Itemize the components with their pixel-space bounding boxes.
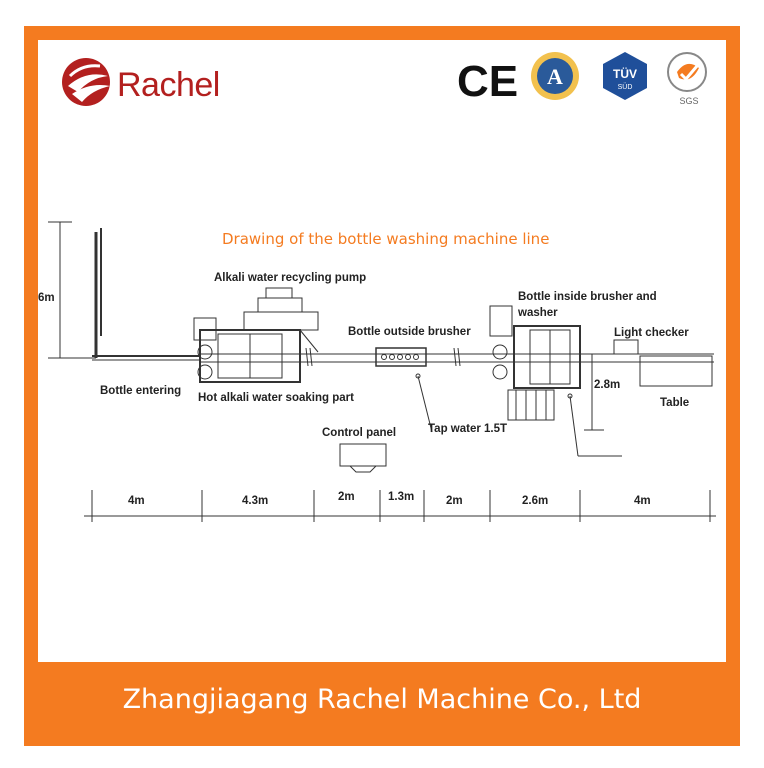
company-name: Zhangjiagang Rachel Machine Co., Ltd <box>122 684 642 715</box>
label-inside-washer: washer <box>518 307 558 319</box>
label-soaking: Hot alkali water soaking part <box>198 392 354 404</box>
svg-text:A: A <box>547 64 563 89</box>
rachel-logo-icon <box>62 58 110 106</box>
dimension-2: 4.3m <box>242 495 269 507</box>
label-light-checker: Light checker <box>614 327 689 339</box>
tuv-bottom-text: SÜD <box>618 83 633 91</box>
label-inside-brusher: Bottle inside brusher and <box>518 291 657 303</box>
tuv-top-text: TÜV <box>613 66 637 81</box>
diagram-title: Drawing of the bottle washing machine li… <box>222 230 550 248</box>
brand-name: Rachel <box>117 66 220 104</box>
label-table: Table <box>660 397 690 409</box>
dimension-7: 4m <box>634 495 651 507</box>
label-height: 6m <box>38 292 55 304</box>
label-alkali-pump: Alkali water recycling pump <box>214 272 367 284</box>
dimension-5: 2m <box>446 495 463 507</box>
dimension-6: 2.6m <box>522 495 549 507</box>
label-outside-brusher: Bottle outside brusher <box>348 326 471 338</box>
sgs-badge-icon: SGS <box>667 52 707 106</box>
dimension-4: 1.3m <box>388 491 415 503</box>
ce-mark-text: CE <box>457 57 518 106</box>
certification-badges: CE A TÜV SÜD SGS <box>457 52 707 106</box>
content-panel <box>38 40 726 662</box>
tuv-badge-icon: TÜV SÜD <box>603 52 647 100</box>
label-control-panel: Control panel <box>322 427 397 439</box>
label-table-height: 2.8m <box>594 379 621 391</box>
label-bottle-entering: Bottle entering <box>100 385 182 397</box>
sgs-text: SGS <box>679 96 698 106</box>
label-tap-water: Tap water 1.5T <box>428 423 508 435</box>
dimension-1: 4m <box>128 495 145 507</box>
ce-mark-icon: CE <box>457 57 518 106</box>
quality-medal-icon: A <box>531 52 579 100</box>
dimension-3: 2m <box>338 491 355 503</box>
